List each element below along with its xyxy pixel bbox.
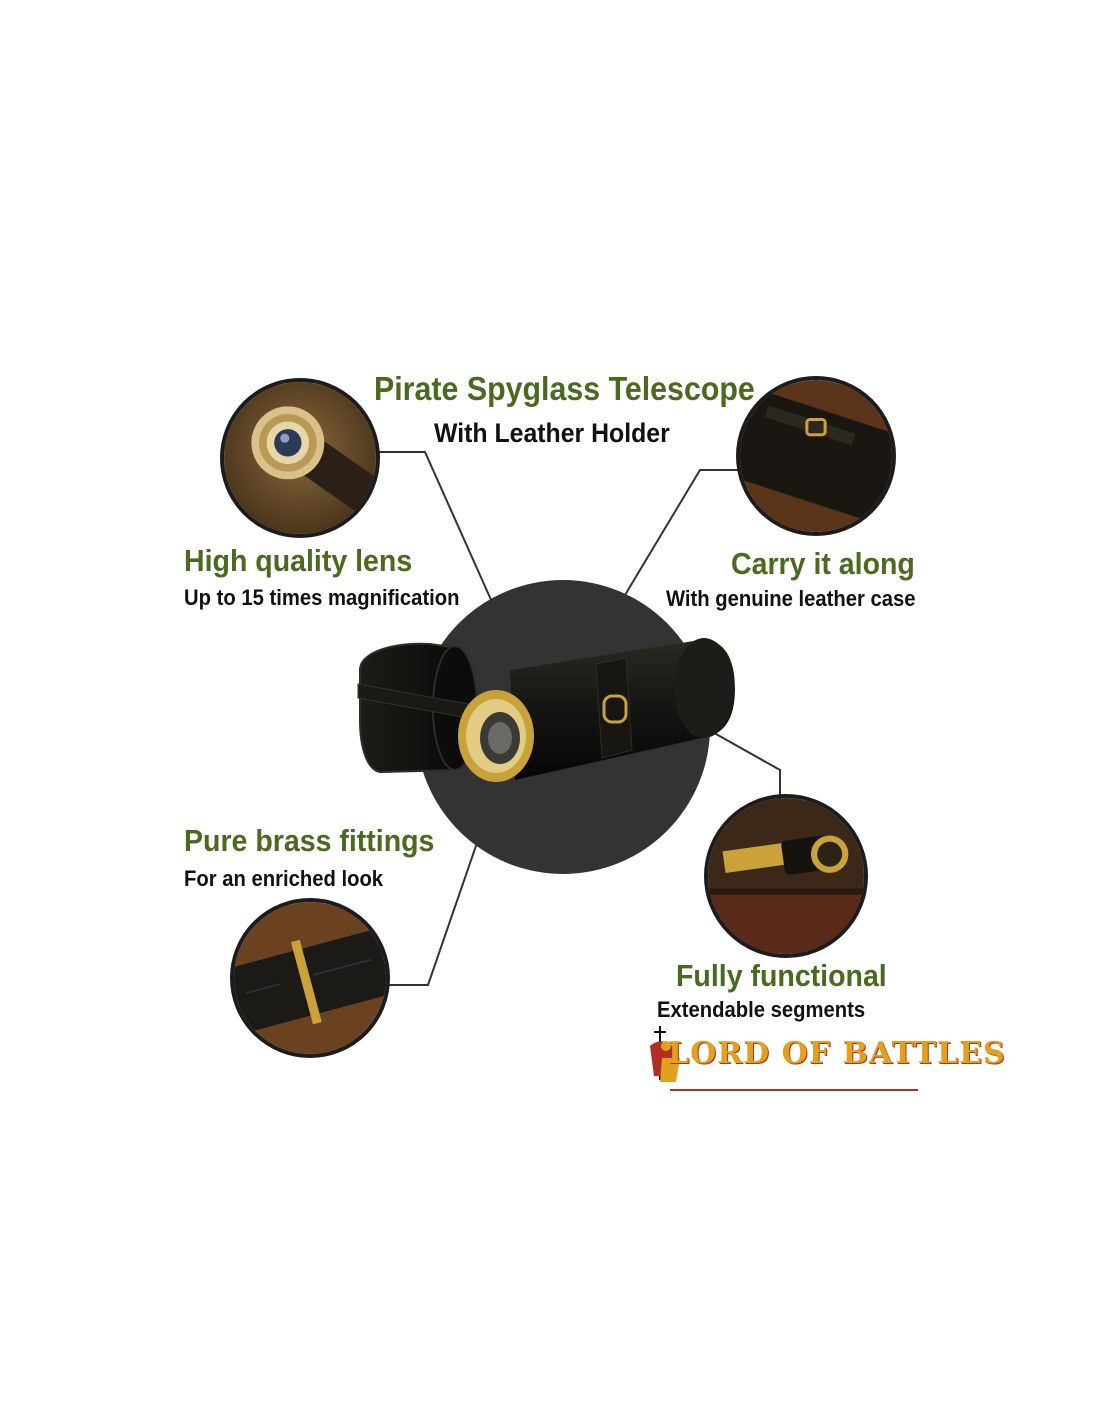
connector-brass <box>385 839 479 986</box>
leather-case-photo-icon <box>736 376 896 536</box>
spyglass-case-product-image <box>357 638 735 782</box>
feature-functional-sub: Extendable segments <box>657 997 866 1022</box>
brand-logo-text: LORD OF BATTLES <box>668 1036 1006 1071</box>
brand-logo <box>650 1026 918 1091</box>
feature-case-sub: With genuine leather case <box>666 586 916 611</box>
lens-photo-icon <box>220 378 380 538</box>
product-title: Pirate Spyglass Telescope <box>374 370 755 407</box>
feature-brass-sub: For an enriched look <box>184 866 384 891</box>
extended-telescope-photo-icon <box>704 794 868 958</box>
feature-functional-heading: Fully functional <box>676 958 887 993</box>
feature-brass-heading: Pure brass fittings <box>184 823 435 858</box>
feature-case-heading: Carry it along <box>731 546 915 581</box>
connector-lens <box>372 451 493 603</box>
connector-case <box>621 469 740 601</box>
product-subtitle: With Leather Holder <box>434 418 670 448</box>
feature-lens-sub: Up to 15 times magnification <box>184 585 460 610</box>
feature-lens-heading: High quality lens <box>184 543 413 578</box>
brass-fitting-photo-icon <box>230 898 390 1058</box>
